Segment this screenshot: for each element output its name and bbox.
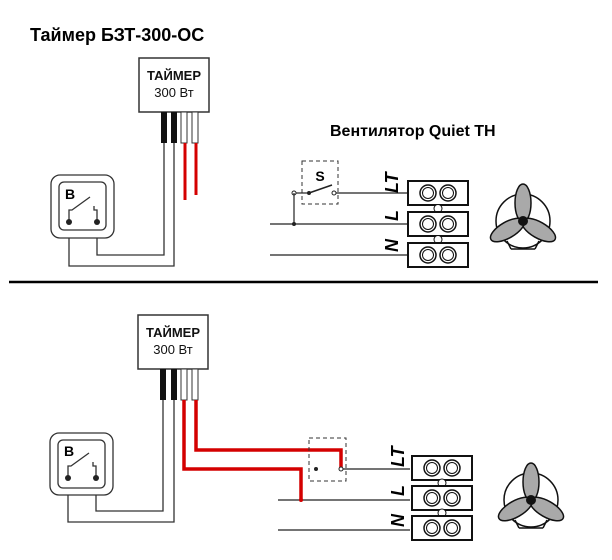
timer-title: ТАЙМЕР [147, 68, 201, 83]
fan-icon [489, 183, 557, 250]
fan-title: Вентилятор Quiet TH [330, 123, 496, 140]
red-wire-to-lt [194, 400, 343, 469]
black-wire-sleeve [171, 369, 177, 400]
fan-switch-bottom [308, 437, 410, 482]
terminal-row [411, 485, 473, 511]
white-wire-sleeve [180, 111, 188, 144]
timer-unit-bottom: ТАЙМЕР 300 Вт [137, 314, 209, 401]
black-wire-sleeve [160, 369, 166, 400]
fan-switch-label: S [315, 168, 324, 184]
terminal-row [411, 455, 473, 481]
terminal-block-bottom [411, 455, 473, 541]
wire-to-switch [68, 143, 175, 267]
timer-title: ТАЙМЕР [146, 325, 200, 340]
switch-label: В [64, 443, 74, 459]
terminal-label-lt: LT [388, 444, 408, 467]
white-wire-sleeve [191, 111, 199, 144]
timer-unit-top: ТАЙМЕР 300 Вт [138, 57, 210, 144]
wire-to-switch [67, 400, 175, 523]
terminal-label-l: L [382, 210, 402, 221]
timer-power: 300 Вт [153, 342, 193, 357]
terminal-label-lt: LT [382, 170, 402, 193]
terminal-label-l: L [388, 485, 408, 496]
timer-power: 300 Вт [154, 85, 194, 100]
terminal-label-n: N [382, 238, 402, 252]
terminal-row [407, 180, 469, 206]
terminal-label-n: N [388, 513, 408, 527]
page-title: Таймер БЗТ-300-ОС [30, 25, 204, 45]
terminal-row [407, 211, 469, 237]
terminal-row [411, 515, 473, 541]
black-wire-sleeve [161, 112, 167, 143]
fan-switch-top: S [291, 160, 410, 226]
wall-switch-bottom: В [49, 432, 114, 496]
red-wire-to-l [182, 400, 303, 500]
switch-label: В [65, 186, 75, 202]
black-wire-sleeve [171, 112, 177, 143]
terminal-row [407, 242, 469, 268]
white-wire-sleeve [191, 368, 199, 401]
terminal-block-top [407, 180, 469, 268]
white-wire-sleeve [180, 368, 188, 401]
wall-switch-top: В [50, 174, 115, 239]
fan-icon [497, 462, 565, 529]
